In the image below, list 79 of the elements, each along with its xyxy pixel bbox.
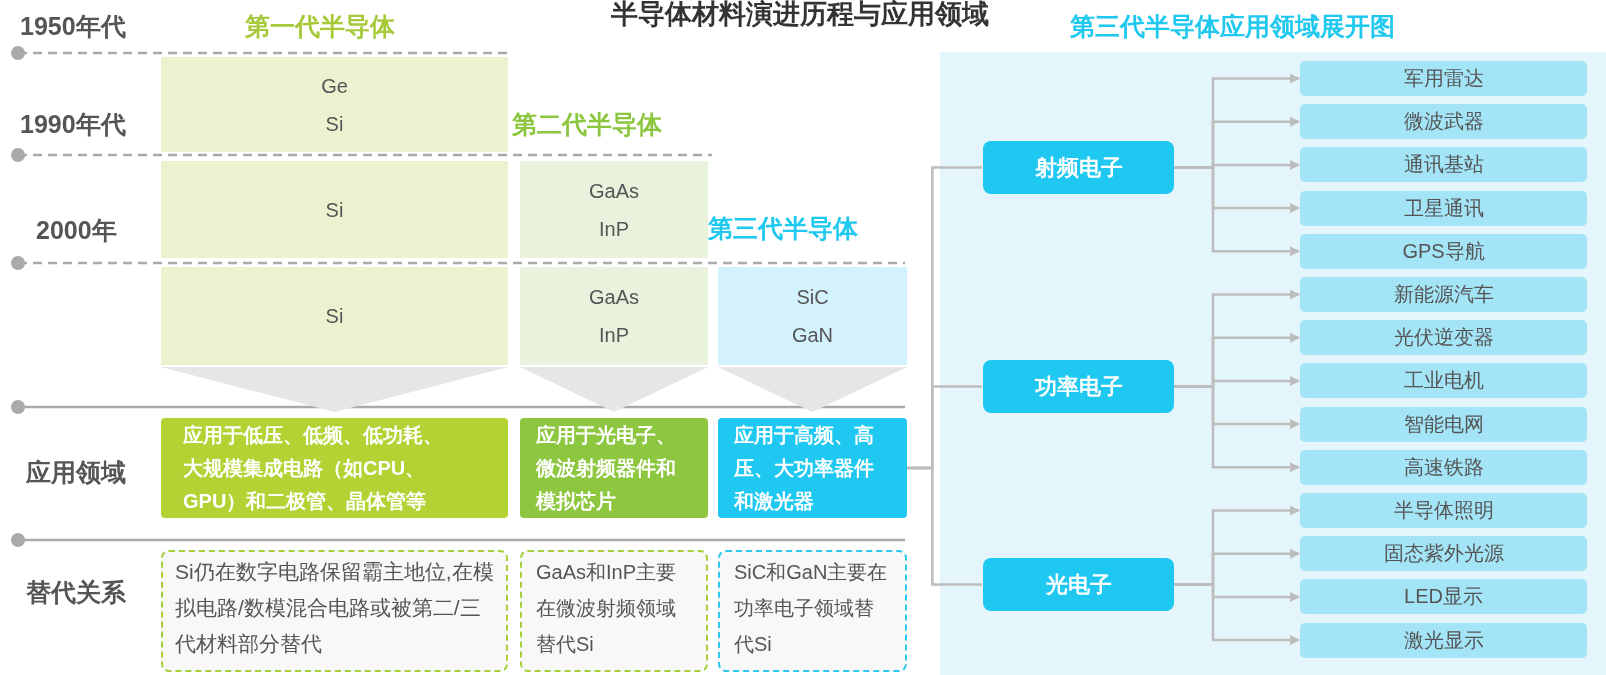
chevron-arrow — [520, 367, 708, 412]
year-label: 1950年代 — [20, 11, 126, 42]
material-label: Si — [324, 111, 345, 137]
chevron-arrow — [161, 367, 508, 412]
item-text: 激光显示 — [1403, 627, 1484, 653]
generation-heading: 第二代半导体 — [512, 109, 662, 140]
application-item — [1300, 233, 1587, 269]
note-box — [718, 550, 907, 672]
item-text: 工业电机 — [1403, 368, 1484, 394]
material-label: Si — [324, 197, 345, 223]
application-item — [1300, 579, 1587, 615]
application-item — [1300, 320, 1587, 356]
item-text: 微波武器 — [1403, 109, 1484, 135]
category-box — [983, 558, 1174, 611]
application-text: 应用于低压、低频、低功耗、大规模集成电路（如CPU、GPU）和二极管、晶体管等 — [183, 422, 444, 514]
application-item — [1300, 104, 1587, 140]
application-text: 应用于光电子、微波射频器件和模拟芯片 — [536, 422, 677, 514]
item-text: 卫星通讯 — [1403, 195, 1484, 221]
note-text: Si仍在数字电路保留霸主地位,在模拟电路/数模混合电路或被第二/三代材料部分替代 — [175, 559, 495, 657]
application-item — [1300, 536, 1587, 572]
year-label: 2000年 — [36, 215, 117, 246]
note-text: SiC和GaN主要在功率电子领域替代Si — [734, 560, 889, 657]
table-cell — [161, 57, 508, 152]
material-label: GaAs — [588, 178, 640, 204]
application-item — [1300, 61, 1587, 96]
application-box — [161, 418, 508, 518]
item-text: GPS导航 — [1402, 238, 1485, 264]
table-cell — [520, 161, 708, 258]
item-text: LED显示 — [1404, 584, 1483, 610]
generation-heading: 第一代半导体 — [245, 11, 395, 42]
item-text: 军用雷达 — [1403, 66, 1484, 91]
note-text: GaAs和InP主要在微波射频领域替代Si — [536, 560, 678, 657]
item-text: 半导体照明 — [1393, 498, 1494, 523]
item-text: 智能电网 — [1403, 411, 1484, 437]
title: 半导体材料演进历程与应用领域 — [610, 0, 990, 31]
material-label: SiC — [795, 285, 830, 310]
application-item — [1300, 406, 1587, 442]
material-label: InP — [598, 323, 630, 348]
row-label: 应用领域 — [26, 457, 126, 488]
category-box — [983, 141, 1174, 194]
note-box — [520, 550, 708, 672]
application-item — [1300, 277, 1587, 312]
application-box — [718, 418, 907, 518]
application-item — [1300, 363, 1587, 399]
table-cell — [718, 267, 907, 365]
connector — [907, 466, 982, 586]
material-label: Si — [324, 304, 345, 329]
year-label: 1990年代 — [20, 109, 126, 140]
application-item — [1300, 622, 1587, 658]
material-label: Ge — [320, 73, 349, 99]
row-label: 替代关系 — [26, 577, 126, 608]
category-text: 功率电子 — [1034, 372, 1123, 401]
material-label: GaN — [790, 323, 835, 348]
application-item — [1300, 493, 1587, 528]
category-box — [983, 360, 1174, 413]
application-box — [520, 418, 708, 518]
item-text: 新能源汽车 — [1393, 282, 1494, 307]
connector — [1174, 385, 1300, 473]
item-text: 通讯基站 — [1403, 152, 1484, 178]
application-item — [1300, 190, 1587, 226]
generation-heading: 第三代半导体 — [708, 213, 858, 244]
table-cell — [161, 161, 508, 258]
material-label: GaAs — [588, 285, 640, 310]
panel-heading: 第三代半导体应用领域展开图 — [1070, 11, 1395, 42]
table-cell — [520, 267, 708, 365]
category-text: 射频电子 — [1034, 153, 1123, 182]
application-item — [1300, 449, 1587, 485]
note-box — [161, 550, 508, 672]
application-text: 应用于高频、高压、大功率器件和激光器 — [734, 422, 875, 514]
item-text: 固态紫外光源 — [1383, 541, 1504, 567]
material-label: InP — [598, 216, 630, 242]
item-text: 光伏逆变器 — [1393, 325, 1494, 351]
application-item — [1300, 147, 1587, 183]
connector — [1174, 166, 1300, 257]
item-text: 高速铁路 — [1403, 454, 1484, 480]
table-cell — [161, 267, 508, 365]
category-text: 光电子 — [1045, 570, 1112, 599]
chevron-arrow — [718, 367, 907, 412]
connector — [1174, 583, 1300, 646]
